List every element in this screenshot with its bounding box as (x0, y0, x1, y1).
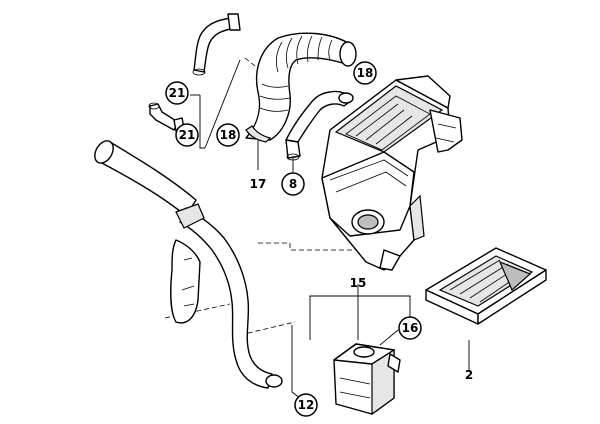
callout-2-c2: 2 (465, 368, 473, 382)
callout-text: 12 (298, 398, 315, 412)
callout-21-c21b: 21 (175, 123, 199, 147)
air-filter-element (425, 247, 547, 325)
callout-circle (216, 123, 240, 147)
leader-12 (291, 325, 301, 399)
intake-duct (94, 140, 283, 389)
elbow-connector (148, 102, 185, 132)
assembly-line-duct-airbox (258, 236, 356, 251)
assembly-line-bellows (244, 57, 256, 67)
intake-bellows (245, 32, 357, 143)
callout-text: 2 (465, 368, 473, 382)
callout-18-c18b: 18 (353, 61, 377, 85)
callout-15-c15: 15 (350, 276, 367, 290)
callout-17-c17: 17 (250, 177, 267, 191)
callout-circle (165, 81, 189, 105)
air-filter-housing (321, 75, 463, 271)
callout-text: 8 (289, 177, 297, 191)
callout-text: 18 (220, 128, 237, 142)
leader-21-bracket (199, 95, 205, 149)
callout-circle (294, 393, 318, 417)
callout-labels: 21 21 18 18 17 8 15 16 12 2 (165, 61, 473, 417)
leader-15-bracket (309, 295, 411, 340)
callout-text: 21 (169, 86, 186, 100)
callout-circle (175, 123, 199, 147)
callout-text: 15 (350, 276, 367, 290)
callout-text: 18 (357, 66, 374, 80)
callout-18-c18a: 18 (216, 123, 240, 147)
leader-16 (379, 329, 399, 346)
vent-hose (192, 13, 241, 76)
callout-circle (353, 61, 377, 85)
callout-16-c16: 16 (398, 316, 422, 340)
callout-circle (281, 172, 305, 196)
assembly-line-duct-resonator (239, 321, 296, 336)
callout-text: 21 (179, 128, 196, 142)
callout-8-c8: 8 (281, 172, 305, 196)
vent-pipe (285, 90, 354, 161)
callout-text: 17 (250, 177, 267, 191)
resonator-box (333, 343, 401, 416)
callout-12-c12: 12 (294, 393, 318, 417)
leader-21-diagonal (204, 59, 241, 149)
callout-circle (398, 316, 422, 340)
callout-text: 16 (402, 321, 419, 335)
callout-21-c21a: 21 (165, 81, 189, 105)
